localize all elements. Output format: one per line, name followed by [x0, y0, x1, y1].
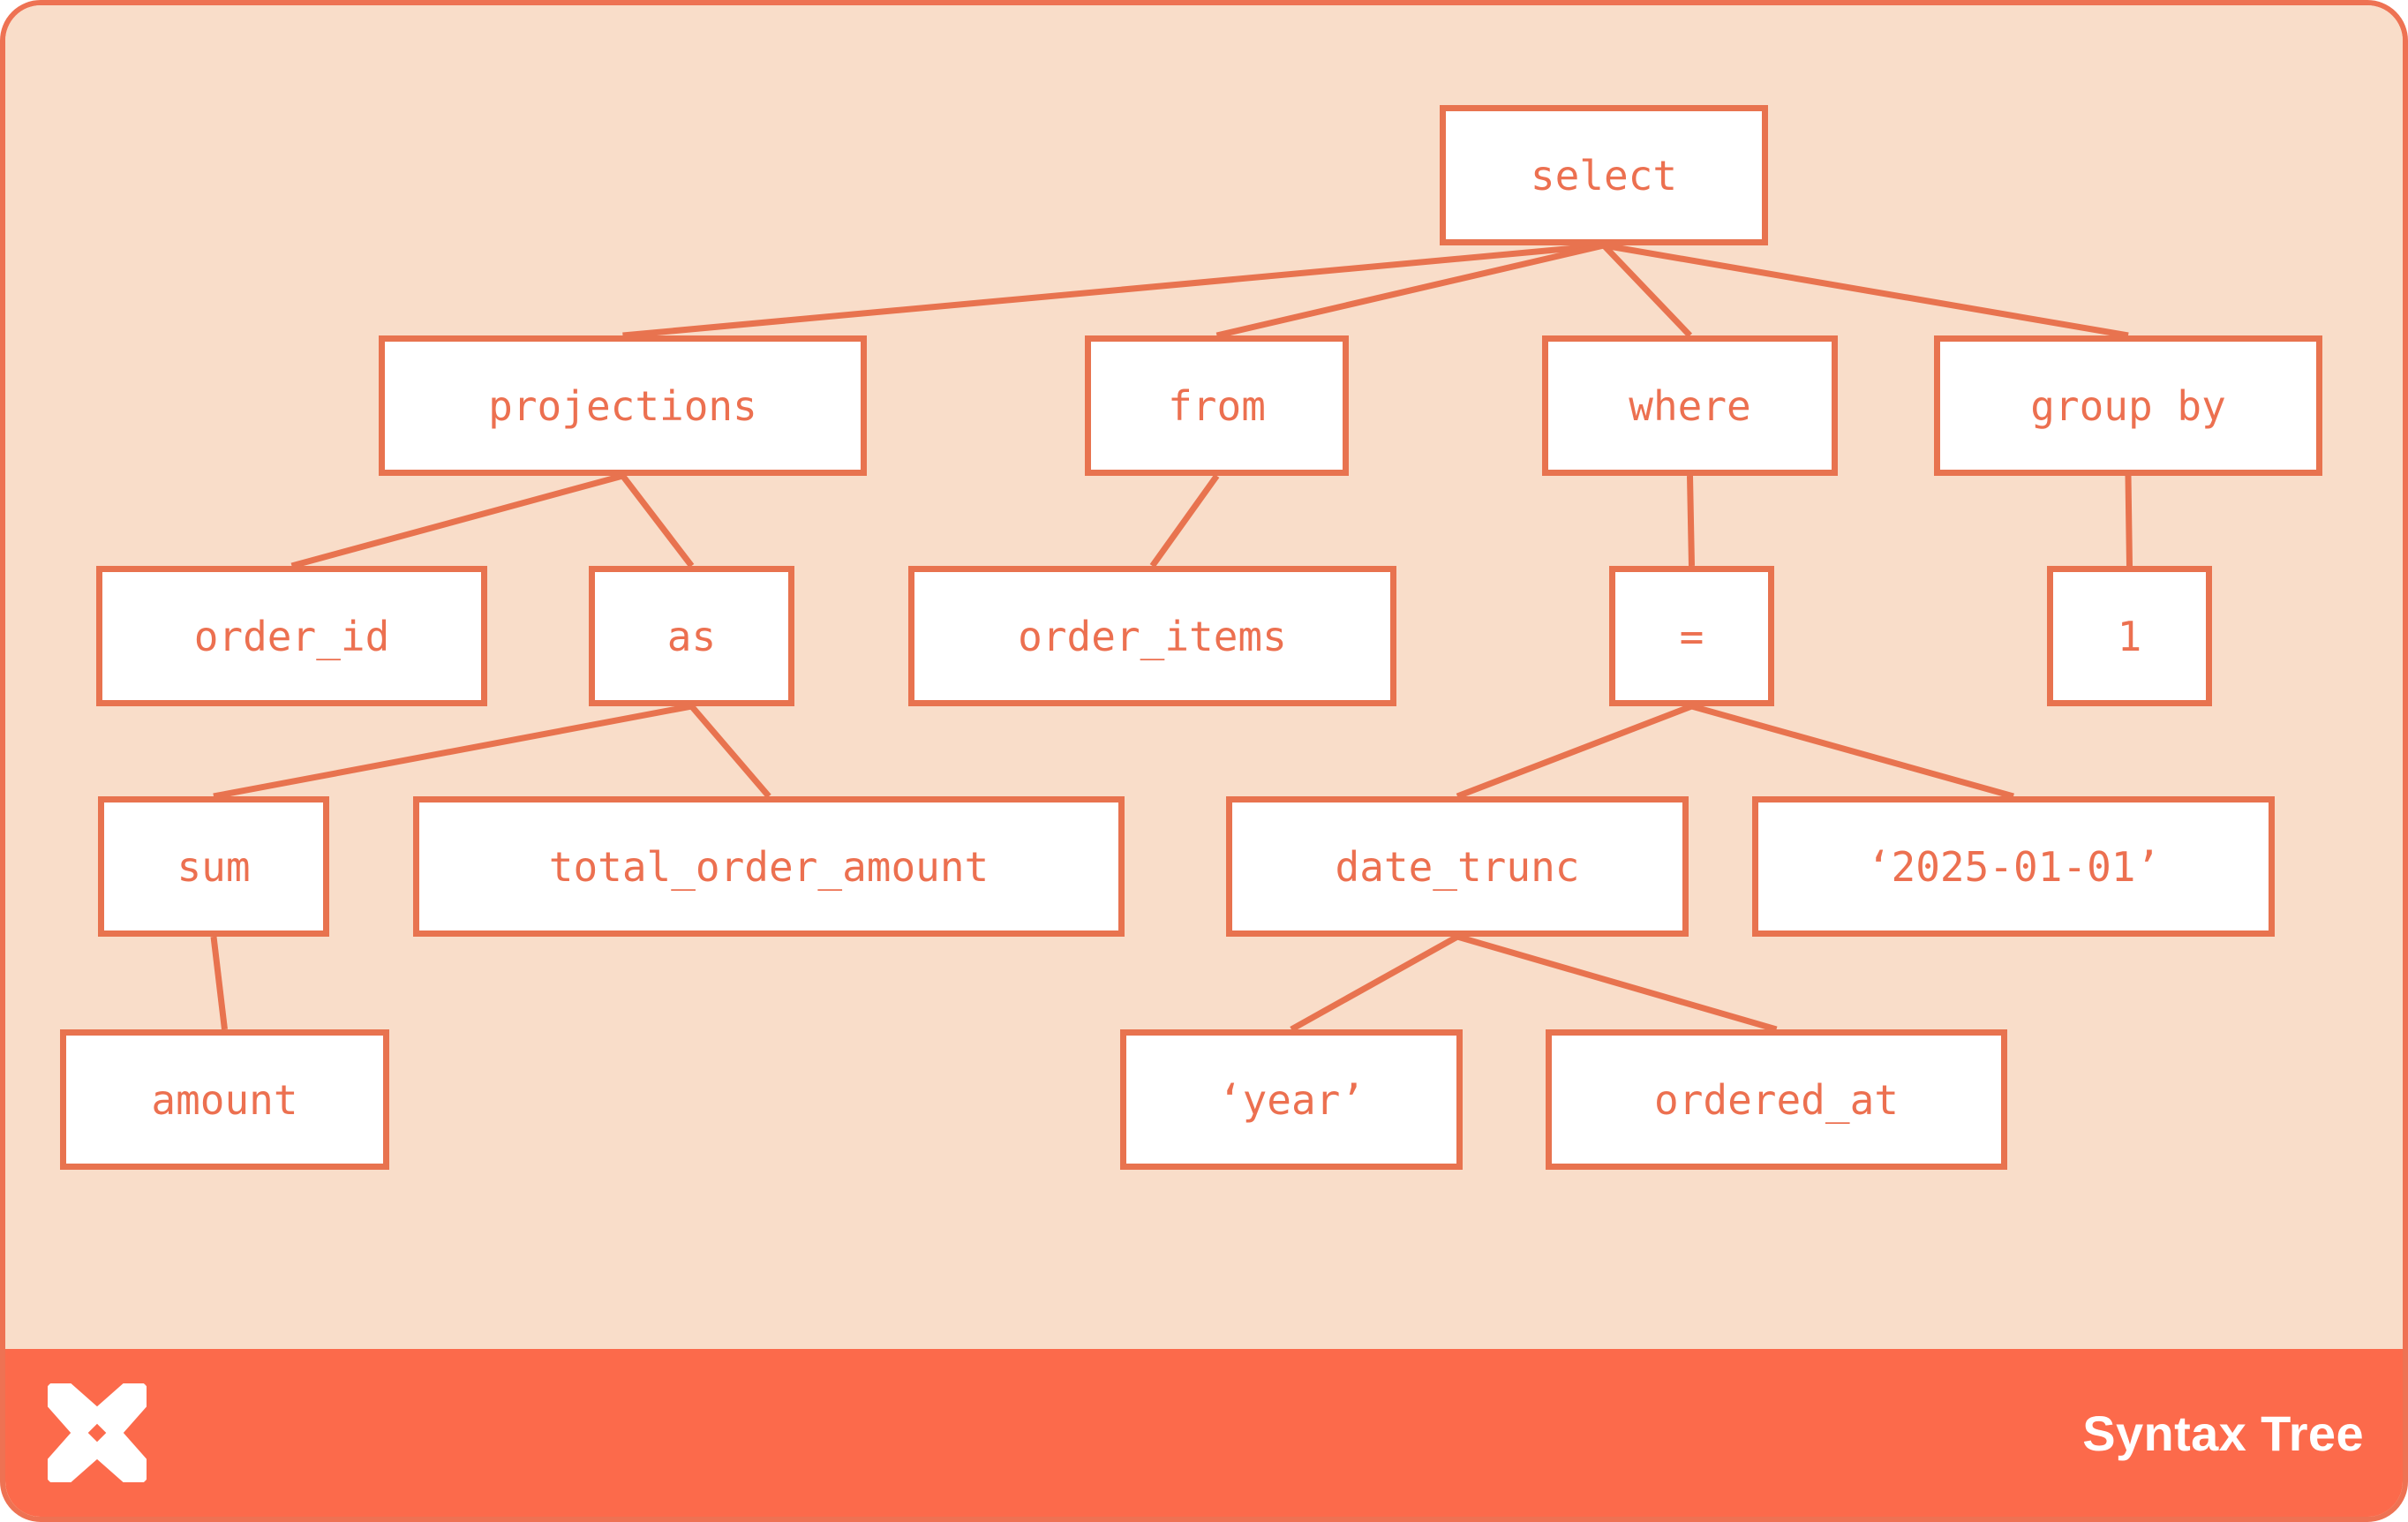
tree-node-total_order_amount[interactable]: total_order_amount	[413, 796, 1125, 937]
footer-bar: Syntax Tree	[5, 1349, 2403, 1517]
tree-node-where[interactable]: where	[1542, 335, 1838, 476]
tree-edge-select-to-projections	[622, 242, 1605, 339]
tree-node-label: total_order_amount	[548, 842, 990, 891]
tree-edge-select-to-where	[1601, 243, 1693, 338]
tree-node-from[interactable]: from	[1085, 335, 1349, 476]
tree-edge-where-to-equals	[1687, 475, 1695, 567]
tree-canvas: select projections from where group by order_…	[5, 5, 2403, 1360]
tree-node-equals[interactable]: =	[1609, 566, 1774, 706]
tree-node-projections[interactable]: projections	[379, 335, 867, 476]
tree-node-label: ‘2025-01-01’	[1866, 842, 2161, 891]
tree-node-label: =	[1679, 612, 1704, 660]
tree-edge-group_by-to-one	[2125, 475, 2133, 567]
tree-node-as[interactable]: as	[589, 566, 794, 706]
tree-node-label: group by	[2030, 381, 2226, 430]
tree-edge-projections-to-order_id	[290, 472, 624, 569]
tree-node-label: as	[666, 612, 717, 660]
tree-edge-date_trunc-to-year_literal	[1290, 933, 1459, 1033]
tree-node-label: order_items	[1018, 612, 1287, 660]
tree-node-group_by[interactable]: group by	[1934, 335, 2322, 476]
tree-edges-layer	[210, 242, 2133, 1033]
tree-node-label: amount	[151, 1075, 298, 1124]
tree-edge-equals-to-date_literal	[1690, 703, 2014, 800]
footer-title: Syntax Tree	[2082, 1405, 2364, 1461]
tree-node-date_trunc[interactable]: date_trunc	[1226, 796, 1689, 937]
tree-edge-date_trunc-to-ordered_at	[1456, 933, 1778, 1033]
tree-node-select[interactable]: select	[1440, 105, 1768, 245]
tree-node-one[interactable]: 1	[2047, 566, 2212, 706]
tree-edge-from-to-order_items	[1149, 473, 1220, 569]
tree-edge-as-to-total_order_amount	[689, 704, 771, 799]
tree-node-ordered_at[interactable]: ordered_at	[1546, 1029, 2007, 1170]
tree-edge-as-to-sum	[213, 703, 693, 800]
tree-node-order_id[interactable]: order_id	[96, 566, 487, 706]
tree-edge-projections-to-as	[620, 473, 695, 569]
x-star-logo-icon	[48, 1383, 147, 1482]
tree-node-sum[interactable]: sum	[98, 796, 329, 937]
tree-node-label: 1	[2117, 612, 2142, 660]
tree-node-label: ordered_at	[1654, 1075, 1899, 1124]
tree-edge-sum-to-amount	[210, 936, 228, 1030]
tree-edge-select-to-group_by	[1603, 242, 2129, 339]
tree-edge-select-to-from	[1215, 242, 1605, 339]
tree-node-label: from	[1168, 381, 1266, 430]
tree-node-order_items[interactable]: order_items	[908, 566, 1396, 706]
tree-node-year_literal[interactable]: ‘year’	[1120, 1029, 1463, 1170]
tree-node-amount[interactable]: amount	[60, 1029, 389, 1170]
tree-node-label: ‘year’	[1217, 1075, 1366, 1124]
tree-node-label: projections	[488, 381, 757, 430]
tree-node-date_literal[interactable]: ‘2025-01-01’	[1752, 796, 2275, 937]
tree-edge-equals-to-date_trunc	[1456, 703, 1693, 800]
tree-node-label: select	[1530, 151, 1678, 200]
tree-node-label: where	[1629, 381, 1751, 430]
tree-node-label: order_id	[193, 612, 390, 660]
tree-node-label: sum	[177, 842, 251, 891]
tree-node-label: date_trunc	[1335, 842, 1580, 891]
